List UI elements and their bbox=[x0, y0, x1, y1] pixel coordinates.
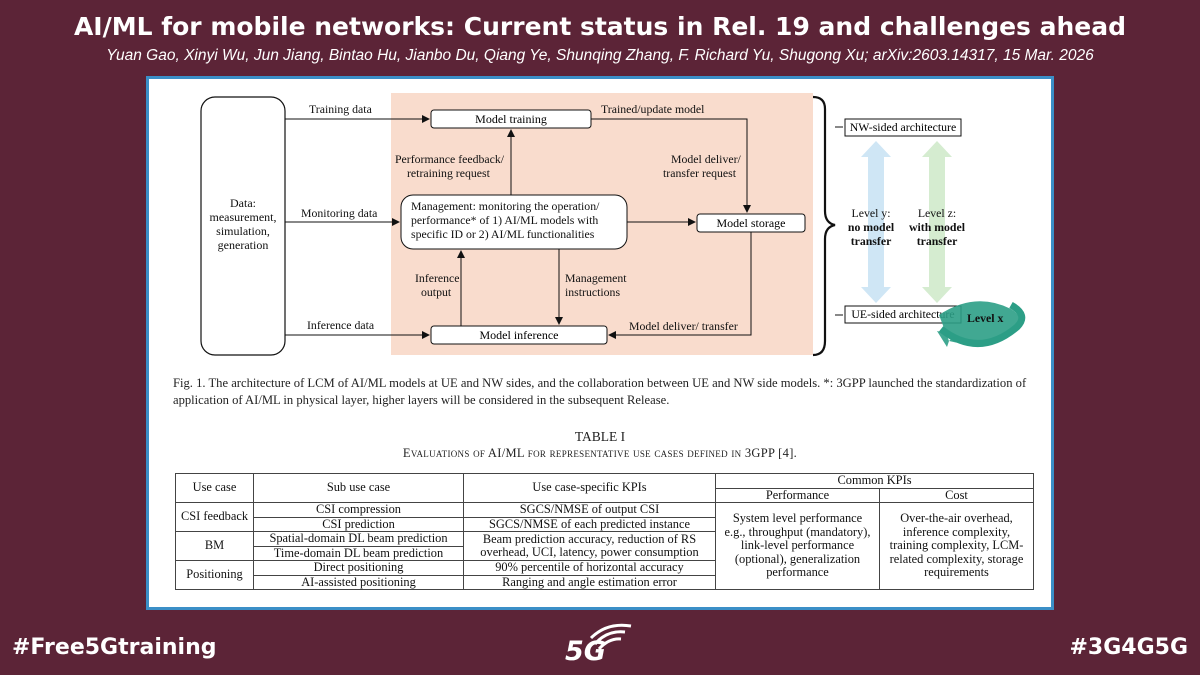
data-source-box bbox=[200, 96, 286, 356]
figure-caption: Fig. 1. The architecture of LCM of AI/ML… bbox=[173, 376, 1027, 407]
paper-figure-panel: Data: measurement, simulation, generatio… bbox=[146, 76, 1054, 610]
cost-cell: Over-the-air overhead, inference complex… bbox=[878, 502, 1035, 590]
perf-feedback-line-1: Performance feedback/ bbox=[395, 152, 505, 166]
kpi-cell: Beam prediction accuracy, reduction of R… bbox=[463, 531, 716, 561]
deliver-transfer-label: Model deliver/ transfer bbox=[629, 319, 738, 333]
signal-arcs-icon bbox=[589, 623, 632, 651]
table-row: AI-assisted positioning Ranging and angl… bbox=[176, 574, 1034, 590]
level-z-arrow bbox=[922, 141, 952, 303]
page-title: AI/ML for mobile networks: Current statu… bbox=[73, 12, 1127, 41]
table-row: Positioning Direct positioning 90% perce… bbox=[175, 560, 1034, 590]
level-y-line-1: Level y: bbox=[852, 206, 891, 220]
level-z-line-3: transfer bbox=[917, 234, 958, 248]
header-specific-kpis: Use case-specific KPIs bbox=[463, 473, 716, 503]
model-deliver-arrow bbox=[608, 232, 752, 339]
kpi-cell: SGCS/NMSE of each predicted instance bbox=[463, 516, 716, 532]
management-line-2: performance* of 1) AI/ML models with bbox=[411, 213, 598, 227]
mgmt-instructions-line-2: instructions bbox=[565, 285, 620, 299]
deliver-request-line-1: Model deliver/ bbox=[671, 152, 742, 166]
model-storage-label: Model storage bbox=[717, 216, 786, 230]
use-case-cell: CSI feedback bbox=[175, 502, 254, 532]
header-common-kpis: Common KPIs bbox=[714, 473, 1035, 489]
sub-use-case-cell: Time-domain DL beam prediction bbox=[253, 545, 464, 561]
deliver-request-line-2: transfer request bbox=[663, 166, 737, 180]
management-line-1: Management: monitoring the operation/ bbox=[411, 199, 600, 213]
model-inference-label: Model inference bbox=[480, 328, 559, 342]
model-training-label: Model training bbox=[475, 112, 547, 126]
header-performance: Performance bbox=[715, 487, 880, 503]
level-y-line-2: no model bbox=[848, 220, 895, 234]
performance-cell: System level performance e.g., throughpu… bbox=[715, 502, 880, 590]
free5gtraining-hashtag: #Free5Gtraining bbox=[12, 635, 217, 660]
use-case-cell: Positioning bbox=[175, 560, 254, 590]
header-use-case: Use case bbox=[175, 473, 254, 503]
table-header-row-2: Performance Cost bbox=[176, 487, 1035, 503]
nw-arch-box bbox=[844, 118, 962, 137]
monitoring-data-label: Monitoring data bbox=[301, 206, 378, 220]
level-x-label: Level x bbox=[967, 311, 1003, 325]
evaluation-table: Use case Sub use case Use case-specific … bbox=[175, 473, 1035, 590]
trained-update-arrow bbox=[591, 118, 751, 213]
use-case-cell: BM bbox=[175, 531, 254, 561]
table-row: BM Spatial-domain DL beam prediction Bea… bbox=[175, 531, 1034, 561]
sub-use-case-cell: AI-assisted positioning bbox=[253, 574, 464, 590]
table-row: CSI prediction SGCS/NMSE of each predict… bbox=[176, 516, 1034, 532]
kpi-cell: 90% percentile of horizontal accuracy bbox=[463, 560, 716, 576]
3g4g5g-hashtag: #3G4G5G bbox=[1069, 635, 1188, 660]
5g-logo-text: 5G bbox=[565, 636, 606, 667]
mgmt-instructions-line-1: Management bbox=[565, 271, 627, 285]
5g-logo: 5G bbox=[565, 622, 637, 668]
inference-output-line-2: output bbox=[421, 285, 452, 299]
header-sub-use-case: Sub use case bbox=[253, 473, 464, 503]
data-box-line-3: simulation, bbox=[216, 224, 270, 238]
level-z-line-1: Level z: bbox=[918, 206, 956, 220]
sub-use-case-cell: Spatial-domain DL beam prediction bbox=[253, 531, 464, 547]
kpi-cell: SGCS/NMSE of output CSI bbox=[463, 502, 716, 518]
training-data-label: Training data bbox=[309, 102, 373, 116]
ue-arch-label: UE-sided architecture bbox=[851, 307, 954, 321]
author-line: Yuan Gao, Xinyi Wu, Jun Jiang, Bintao Hu… bbox=[106, 47, 1094, 64]
level-z-line-2: with model bbox=[909, 220, 966, 234]
level-y-line-3: transfer bbox=[851, 234, 892, 248]
table-header-row-1: Use case Sub use case Use case-specific … bbox=[175, 473, 1035, 503]
trained-update-label: Trained/update model bbox=[601, 102, 705, 116]
sub-use-case-cell: CSI prediction bbox=[253, 516, 464, 532]
header-cost: Cost bbox=[878, 487, 1035, 503]
table-title: TABLE I bbox=[574, 429, 626, 444]
perf-feedback-line-2: retraining request bbox=[407, 166, 491, 180]
lcm-architecture-diagram: Data: measurement, simulation, generatio… bbox=[200, 93, 1026, 357]
kpi-cell: Ranging and angle estimation error bbox=[463, 574, 716, 590]
table-subtitle: Evaluations of AI/ML for representative … bbox=[402, 446, 798, 460]
right-brace bbox=[812, 95, 836, 357]
data-box-line-1: Data: bbox=[230, 196, 256, 210]
table-row: Time-domain DL beam prediction bbox=[176, 545, 1034, 561]
management-line-3: specific ID or 2) AI/ML functionalities bbox=[411, 227, 595, 241]
model-inference-box bbox=[430, 325, 608, 345]
inference-output-line-1: Inference bbox=[415, 271, 460, 285]
nw-arch-label: NW-sided architecture bbox=[850, 120, 956, 134]
level-x-arrow-body bbox=[938, 301, 1026, 347]
inference-data-label: Inference data bbox=[307, 318, 375, 332]
level-y-arrow bbox=[861, 141, 891, 303]
table-row: CSI feedback CSI compression SGCS/NMSE o… bbox=[175, 502, 1035, 590]
data-box-line-4: generation bbox=[218, 238, 269, 252]
sub-use-case-cell: CSI compression bbox=[253, 502, 464, 518]
sub-use-case-cell: Direct positioning bbox=[253, 560, 464, 576]
data-box-line-2: measurement, bbox=[210, 210, 277, 224]
